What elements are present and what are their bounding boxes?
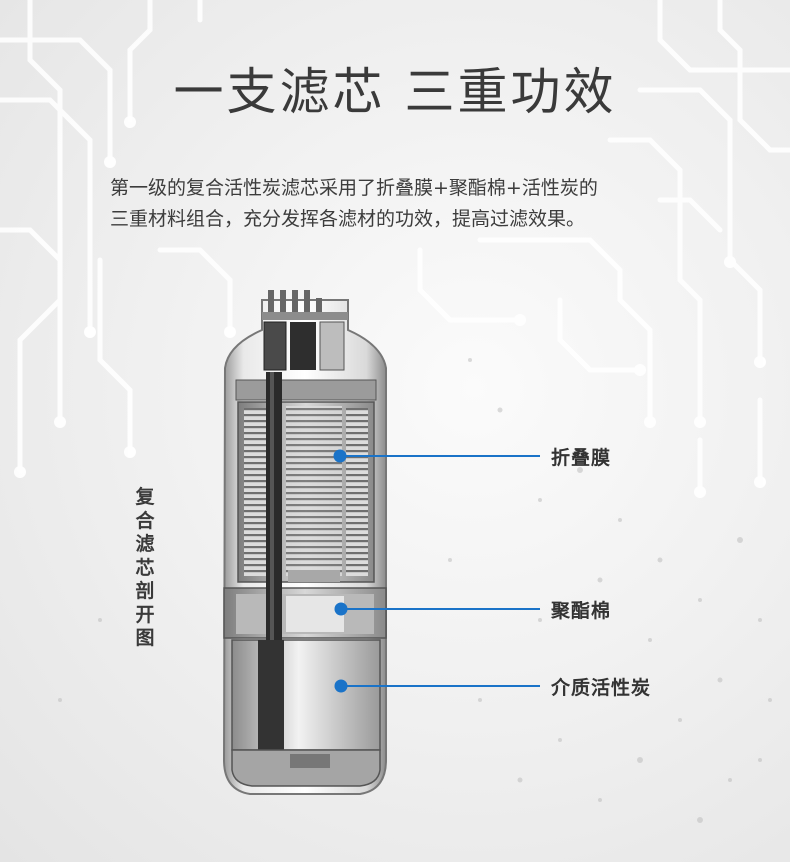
cutaway-label: 复合滤芯剖开图 — [135, 486, 155, 649]
callout-label-carbon: 介质活性炭 — [551, 677, 652, 699]
carbon-block — [231, 639, 381, 751]
callout-label-membrane: 折叠膜 — [551, 447, 612, 469]
callout-activated-carbon — [334, 679, 540, 693]
top-fitting — [262, 290, 348, 371]
description-line-1: 第一级的复合活性炭滤芯采用了折叠膜+聚酯棉+活性炭的 — [110, 177, 598, 199]
description-line-2: 三重材料组合，充分发挥各滤材的功效，提高过滤效果。 — [110, 208, 586, 230]
page-title: 一支滤芯 三重功效 — [173, 63, 617, 121]
callout-label-polyester: 聚酯棉 — [551, 600, 612, 622]
description: 第一级的复合活性炭滤芯采用了折叠膜+聚酯棉+活性炭的 三重材料组合，充分发挥各滤… — [110, 173, 710, 235]
callout-polyester-cotton — [334, 602, 540, 616]
callout-pleated-membrane — [333, 449, 540, 463]
